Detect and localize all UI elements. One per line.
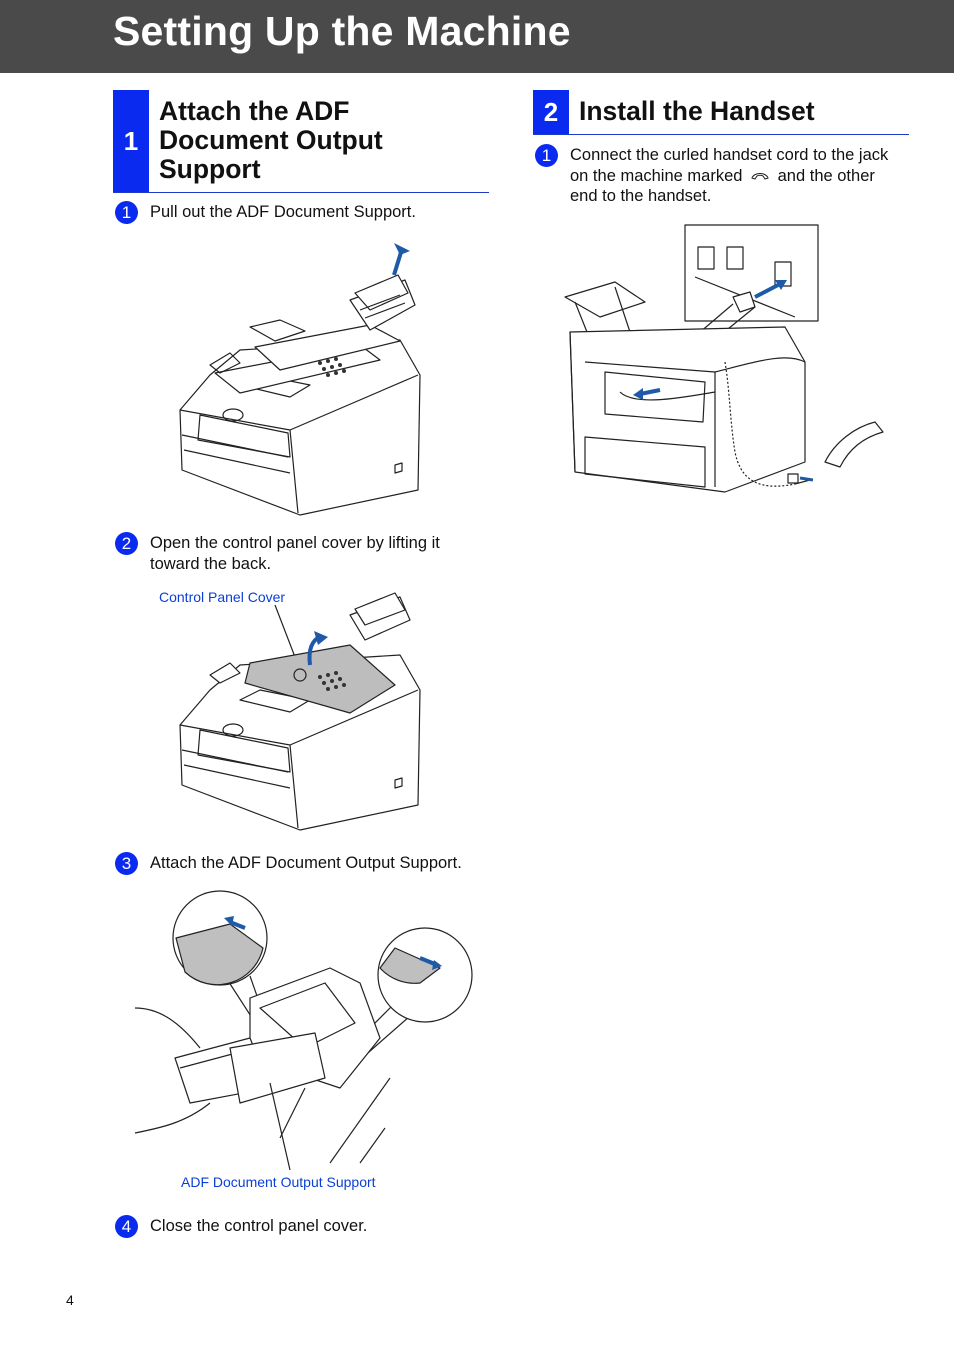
page-header: Setting Up the Machine (0, 0, 954, 73)
section-1-title: Attach the ADF Document Output Support (159, 97, 383, 184)
section-2-title: Install the Handset (579, 96, 815, 126)
step-text-line: end to the handset. (570, 187, 712, 205)
section-1-title-line: Support (159, 154, 261, 184)
page-number: 4 (66, 1292, 74, 1308)
page-title: Setting Up the Machine (113, 8, 571, 54)
section-1-title-line: Document Output (159, 125, 383, 155)
section-2-number: 2 (533, 90, 569, 134)
adf-output-support-illustration (134, 890, 473, 1170)
step-text: Attach the ADF Document Output Support. (150, 854, 462, 872)
step-text: Open the control panel cover by lifting … (150, 533, 440, 574)
step-text-line: toward the back. (150, 554, 272, 573)
step-1-1: 1 Pull out the ADF Document Support. (115, 201, 485, 224)
step-1-4: 4 Close the control panel cover. (115, 1215, 485, 1238)
step-number-badge: 1 (115, 201, 138, 224)
step-number-badge: 2 (115, 532, 138, 555)
step-text-line: on the machine marked (570, 166, 743, 185)
step-number-badge: 4 (115, 1215, 138, 1238)
step-text: Close the control panel cover. (150, 1217, 368, 1235)
section-2-heading: 2 Install the Handset (533, 90, 909, 135)
section-1-title-line: Attach the ADF (159, 96, 350, 126)
callout-control-panel-cover: Control Panel Cover (159, 589, 286, 605)
handset-connection-illustration (564, 224, 884, 493)
step-text-line: and the other (777, 166, 875, 185)
step-number-badge: 3 (115, 852, 138, 875)
step-text: Pull out the ADF Document Support. (150, 203, 416, 221)
step-number-badge: 1 (535, 144, 558, 167)
step-1-3: 3 Attach the ADF Document Output Support… (115, 852, 495, 875)
step-text: Connect the curled handset cord to the j… (570, 145, 888, 207)
section-1-heading: 1 Attach the ADF Document Output Support (113, 90, 489, 193)
step-2-1: 1 Connect the curled handset cord to the… (535, 144, 915, 207)
fax-machine-illustration-pull-support (179, 243, 421, 516)
callout-adf-output-support: ADF Document Output Support (181, 1174, 376, 1190)
step-1-2: 2 Open the control panel cover by liftin… (115, 532, 485, 574)
step-text-line: Connect the curled handset cord to the j… (570, 146, 889, 164)
step-text-line: Open the control panel cover by lifting … (150, 534, 440, 552)
section-1-number: 1 (113, 90, 149, 192)
handset-icon (751, 173, 769, 180)
fax-machine-illustration-open-cover (179, 592, 421, 831)
